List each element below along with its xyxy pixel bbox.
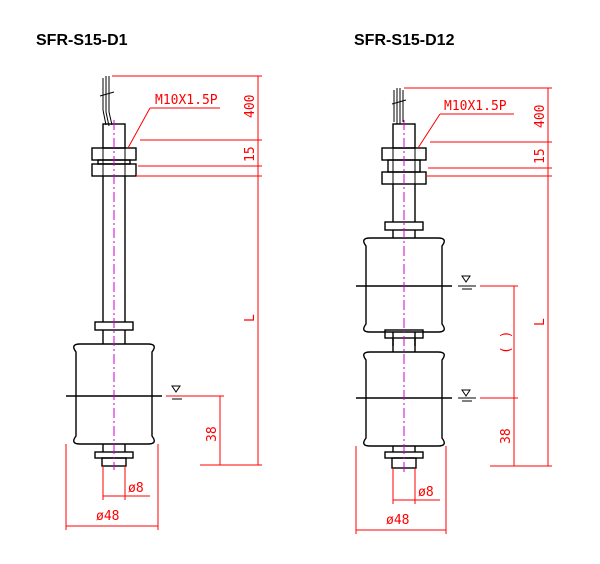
- nut-height-left: 15: [243, 146, 258, 162]
- dimensions-bottom-left: [65, 444, 159, 530]
- nut-height-right: 15: [533, 148, 548, 164]
- float-upper-right: [363, 237, 445, 333]
- drawing-right: M10X1.5P 400 15 L ( ) 38 ø8 ø48: [355, 87, 552, 534]
- float-diameter-right: ø48: [386, 513, 409, 528]
- water-level-icon: [168, 385, 186, 400]
- float-diameter-left: ø48: [96, 509, 119, 524]
- stem-length-left: L: [243, 314, 258, 322]
- float-level-left: 38: [205, 426, 220, 442]
- cable-left: [99, 76, 115, 127]
- stem-length-right: L: [533, 318, 548, 326]
- water-level-icon-upper: [458, 275, 476, 290]
- stem-left: [102, 176, 126, 322]
- thread-label-left: M10X1.5P: [155, 93, 218, 108]
- dimensions-right-left: [112, 75, 262, 466]
- cable-length-right: 400: [533, 105, 548, 128]
- float-lower-right: [363, 351, 445, 447]
- float-left: [73, 343, 155, 445]
- drawing-left: M10X1.5P 400 15 L 38 ø8 ø48: [65, 75, 262, 530]
- float-spacing-right: ( ): [499, 331, 514, 354]
- cable-right: [391, 88, 407, 124]
- dimensions-bottom-right: [355, 446, 447, 534]
- dimensions-right-right: [404, 87, 552, 467]
- water-level-icon-lower: [458, 389, 476, 402]
- model-title-right: SFR-S15-D12: [354, 32, 455, 49]
- stem-diameter-left: ø8: [128, 481, 144, 496]
- float-level-right: 38: [499, 428, 514, 444]
- model-title-left: SFR-S15-D1: [36, 32, 128, 49]
- thread-label-right: M10X1.5P: [444, 99, 507, 114]
- stem-diameter-right: ø8: [418, 485, 434, 500]
- cable-length-left: 400: [243, 95, 258, 118]
